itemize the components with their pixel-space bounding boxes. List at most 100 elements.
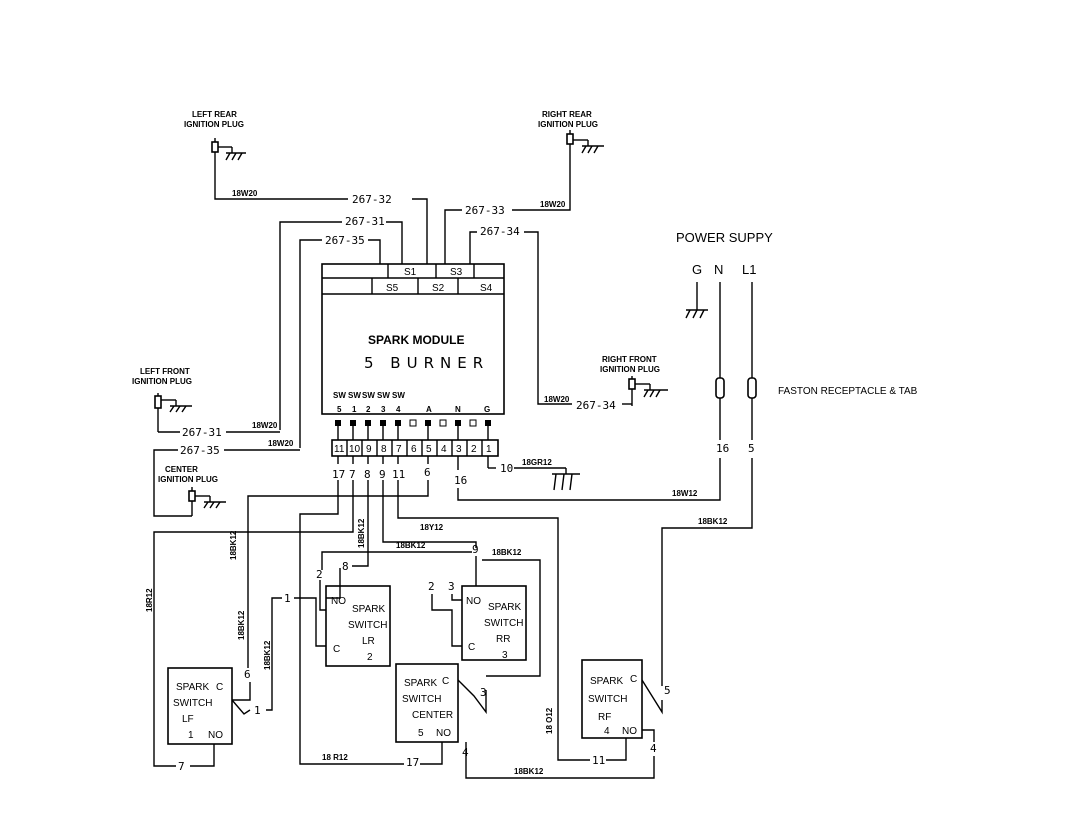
switch-label: RR [496,634,510,645]
switch-label: 4 [604,726,610,737]
module-subtitle: 5 BURNER [364,354,489,372]
wire-gauge: 18W12 [672,489,698,498]
spark-switch-rr: NO SPARK SWITCH RR 3 C [461,585,527,661]
plug-label: IGNITION PLUG [184,120,244,129]
wire-number: 1 [284,592,291,605]
output-s4: S4 [480,283,493,294]
terminal-a-label: A [426,405,432,414]
wire-number: 8 [342,560,349,573]
wire-number: 9 [472,543,479,556]
wire-gauge: 18BK12 [396,541,426,550]
plug-label: IGNITION PLUG [600,365,660,374]
wire-number: 3 [480,686,487,699]
wire-gauge: 18BK12 [698,517,728,526]
wire-gauge: 18W20 [252,421,278,430]
wire-gauge: 18BK12 [263,640,272,670]
switch-label: SPARK [404,678,437,689]
wire-number: 6 [244,668,251,681]
terminal: 10 [349,444,361,455]
switch-label: SPARK [176,682,209,693]
plug-label: LEFT FRONT [140,367,190,376]
power-l1: L1 [742,262,756,277]
wire-number: 11 [592,754,605,767]
power-g: G [692,262,702,277]
wire-gauge: 18BK12 [492,548,522,557]
wire-label: 267-32 [352,193,392,206]
terminal: 8 [381,444,387,455]
switch-label: CENTER [412,710,453,721]
sw-number: 5 [337,405,342,414]
switch-label: LF [182,714,194,725]
wire-gauge: 18W20 [232,189,258,198]
switch-label: SPARK [590,676,623,687]
wire-number: 5 [748,442,755,455]
terminal: 9 [366,444,372,455]
plug-label: CENTER [165,465,198,474]
wire-number: 7 [349,468,356,481]
wire-number: 4 [650,742,657,755]
c-label: C [468,642,475,653]
spark-module: S1 S3 S5 S2 S4 SPARK MODULE 5 BURNER SW … [321,263,505,427]
power-n: N [714,262,723,277]
sw-label: SW [333,391,346,400]
wire-number: 2 [428,580,435,593]
plug-label: IGNITION PLUG [158,475,218,484]
spark-switch-lr: NO SPARK SWITCH LR 2 C [325,585,391,667]
plug-label: IGNITION PLUG [538,120,598,129]
spark-switch-center: SPARK SWITCH CENTER 5 C NO [395,663,459,743]
sw-label: SW [377,391,390,400]
wire-gauge: 18W20 [544,395,570,404]
wire-number: 9 [379,468,386,481]
no-label: NO [436,728,451,739]
plug-label: LEFT REAR [192,110,237,119]
no-label: NO [208,730,223,741]
wire-gauge: 18W20 [268,439,294,448]
switch-label: RF [598,712,611,723]
terminal-n-label: N [455,405,461,414]
wire-label: 267-35 [180,444,220,457]
wire-gauge: 18Y12 [420,523,444,532]
wire-number: 16 [454,474,467,487]
wire-gauge: 18BK12 [229,530,238,560]
left-front-ignition-plug: LEFT FRONT IGNITION PLUG [132,367,192,432]
terminal: 4 [441,444,447,455]
terminal: 2 [471,444,477,455]
terminal: 3 [456,444,462,455]
switch-label: 3 [502,650,508,661]
output-s1: S1 [404,267,417,278]
wire-number: 8 [364,468,371,481]
wire-label: 267-33 [465,204,505,217]
sw-label: SW [362,391,375,400]
sw-label: SW [392,391,405,400]
wire-gauge: 18 O12 [545,707,554,734]
wire-gauge: 18BK12 [357,518,366,548]
output-s5: S5 [386,283,399,294]
switch-label: SWITCH [402,694,441,705]
wire-number: 5 [664,684,671,697]
output-s2: S2 [432,283,445,294]
sw-number: 4 [396,405,401,414]
switch-label: SWITCH [348,620,387,631]
left-rear-ignition-plug: LEFT REAR IGNITION PLUG [184,110,246,161]
right-front-ignition-plug: RIGHT FRONT IGNITION PLUG [600,355,668,406]
spark-switch-lf: SPARK SWITCH LF 1 C NO [167,667,233,745]
right-rear-ignition-plug: RIGHT REAR IGNITION PLUG [538,110,604,155]
wire-gauge: 18W20 [540,200,566,209]
terminal-strip: 11 10 9 8 7 6 5 4 3 2 1 [331,426,499,457]
plug-label: RIGHT FRONT [602,355,657,364]
terminal: 7 [396,444,402,455]
wire-number: 1 [254,704,261,717]
wire-gauge: 18BK12 [237,610,246,640]
wire-label: 267-31 [182,426,222,439]
center-ignition-plug: CENTER IGNITION PLUG [158,465,226,516]
wire-number: 10 [500,462,513,475]
no-label: NO [466,596,481,607]
power-supply: POWER SUPPY G N L1 FASTON RECEPTACLE & T… [457,230,918,686]
plug-label: RIGHT REAR [542,110,592,119]
module-title: SPARK MODULE [368,333,464,347]
terminal: 1 [486,444,492,455]
output-s3: S3 [450,267,463,278]
wire-number: 4 [462,746,469,759]
terminal: 5 [426,444,432,455]
sw-number: 3 [381,405,386,414]
